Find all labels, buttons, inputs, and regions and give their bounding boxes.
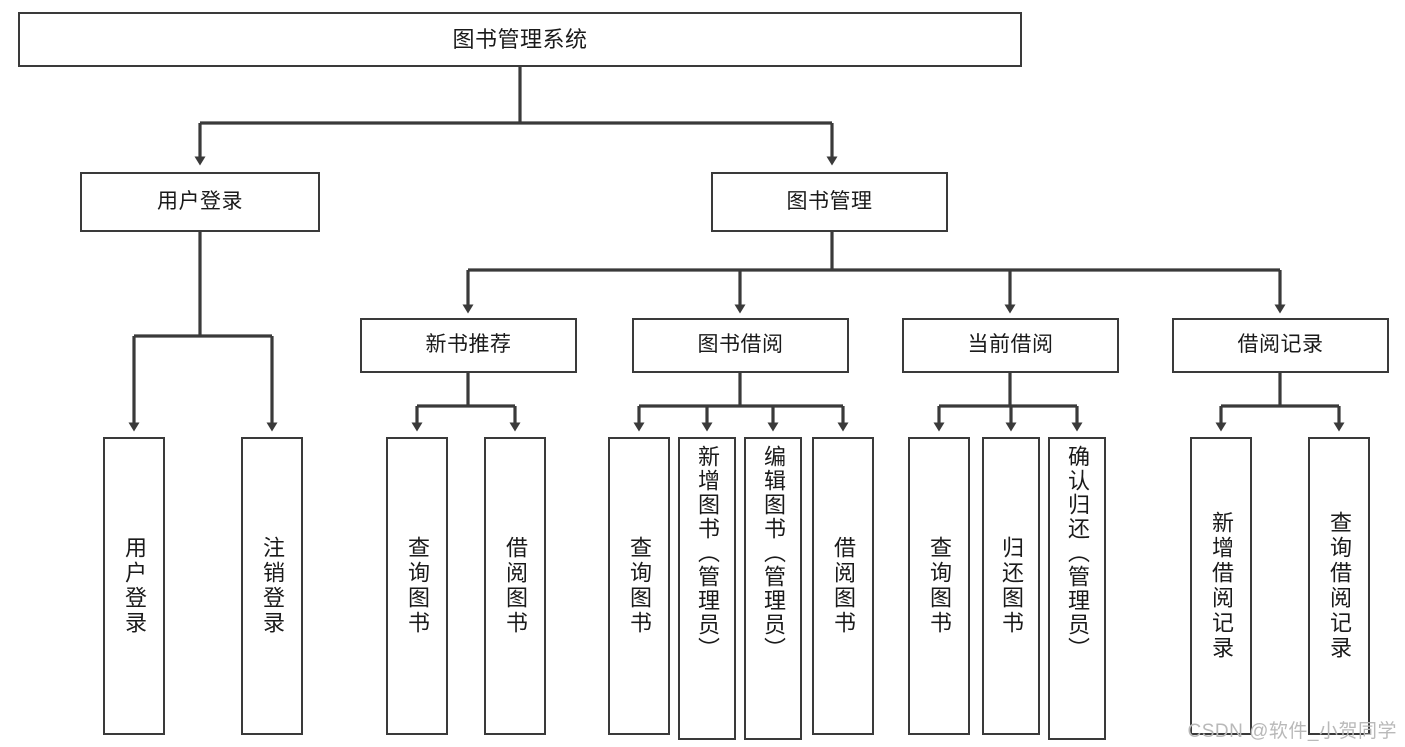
- node-user-login[interactable]: 用户登录: [80, 172, 320, 232]
- leaf-query-book-borrow[interactable]: 查询图书: [608, 437, 670, 735]
- leaf-query-book-current-label: 查询图书: [927, 536, 952, 636]
- node-root[interactable]: 图书管理系统: [18, 12, 1022, 67]
- node-current-borrow-label: 当前借阅: [967, 333, 1054, 357]
- leaf-query-book-current[interactable]: 查询图书: [908, 437, 970, 735]
- leaf-add-borrow-record[interactable]: 新增借阅记录: [1190, 437, 1252, 735]
- leaf-confirm-return-label: 确认归还（管理员）: [1065, 445, 1090, 661]
- leaf-borrow-book-recommend-label: 借阅图书: [503, 536, 528, 636]
- node-book-borrow[interactable]: 图书借阅: [632, 318, 849, 373]
- leaf-user-login-label: 用户登录: [122, 536, 147, 636]
- leaf-add-book-label: 新增图书（管理员）: [695, 445, 720, 661]
- leaf-borrow-book-recommend[interactable]: 借阅图书: [484, 437, 546, 735]
- leaf-add-borrow-record-label: 新增借阅记录: [1209, 511, 1234, 661]
- leaf-add-book[interactable]: 新增图书（管理员）: [678, 437, 736, 740]
- leaf-query-book-recommend-label: 查询图书: [405, 536, 430, 636]
- leaf-query-book-borrow-label: 查询图书: [627, 536, 652, 636]
- leaf-query-book-recommend[interactable]: 查询图书: [386, 437, 448, 735]
- leaf-return-book[interactable]: 归还图书: [982, 437, 1040, 735]
- leaf-query-borrow-record-label: 查询借阅记录: [1327, 511, 1352, 661]
- node-book-management-label: 图书管理: [786, 189, 873, 213]
- leaf-borrow-book-label: 借阅图书: [831, 536, 856, 636]
- leaf-query-borrow-record[interactable]: 查询借阅记录: [1308, 437, 1370, 735]
- csdn-watermark: CSDN @软件_小贺同学: [1187, 721, 1397, 742]
- node-new-book-recommend-label: 新书推荐: [425, 333, 512, 357]
- node-root-label: 图书管理系统: [452, 26, 588, 52]
- leaf-return-book-label: 归还图书: [999, 536, 1024, 636]
- leaf-confirm-return[interactable]: 确认归还（管理员）: [1048, 437, 1106, 740]
- leaf-borrow-book[interactable]: 借阅图书: [812, 437, 874, 735]
- leaf-logout-label: 注销登录: [260, 536, 285, 636]
- node-book-management[interactable]: 图书管理: [711, 172, 948, 232]
- node-new-book-recommend[interactable]: 新书推荐: [360, 318, 577, 373]
- node-borrow-record[interactable]: 借阅记录: [1172, 318, 1389, 373]
- leaf-edit-book[interactable]: 编辑图书（管理员）: [744, 437, 802, 740]
- leaf-user-login[interactable]: 用户登录: [103, 437, 165, 735]
- node-user-login-label: 用户登录: [157, 189, 243, 213]
- node-current-borrow[interactable]: 当前借阅: [902, 318, 1119, 373]
- leaf-logout[interactable]: 注销登录: [241, 437, 303, 735]
- node-borrow-record-label: 借阅记录: [1237, 333, 1324, 357]
- leaf-edit-book-label: 编辑图书（管理员）: [761, 445, 786, 661]
- node-book-borrow-label: 图书借阅: [697, 333, 784, 357]
